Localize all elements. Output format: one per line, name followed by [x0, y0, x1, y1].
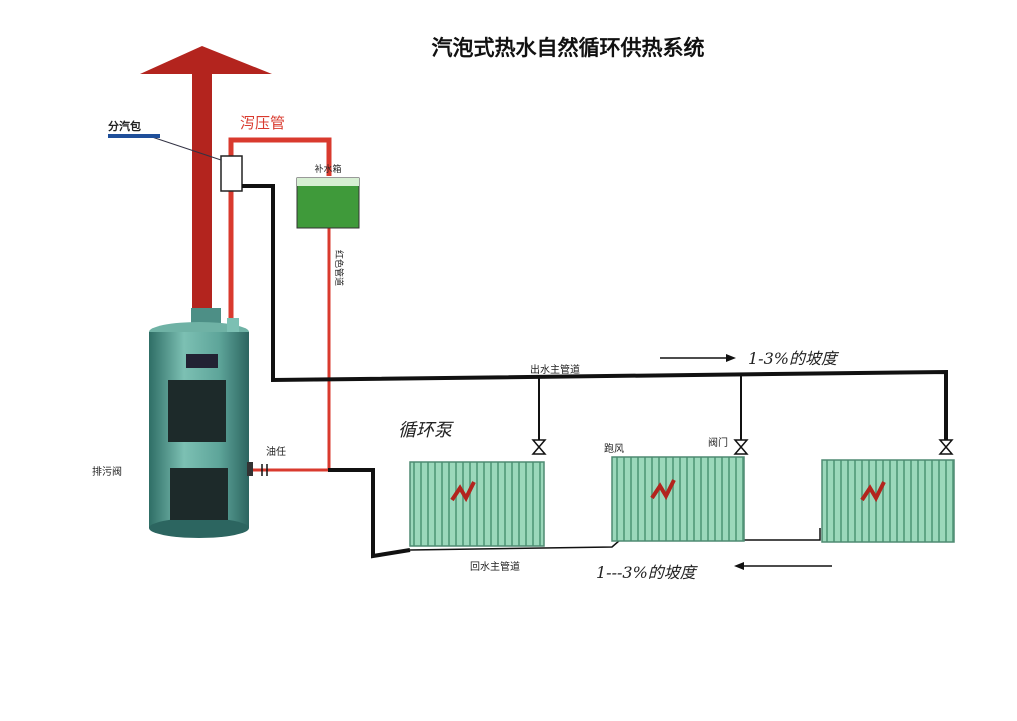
boiler: [149, 308, 253, 538]
valve-label: 阀门: [708, 436, 728, 449]
pressure-relief-pipe: [228, 137, 332, 318]
oil-seal-fitting: [261, 464, 268, 476]
radiator-2: [611, 456, 745, 542]
makeup-water-tank: [296, 177, 360, 229]
slope-top-label: 1-3%的坡度: [748, 349, 840, 368]
steam-drum-label: 分汽包: [108, 119, 141, 133]
steam-drum: [220, 155, 243, 192]
return-main-label: 回水主管道: [470, 560, 520, 573]
red-pipe: [250, 226, 331, 472]
drain-label: 排污阀: [92, 465, 122, 478]
diagram-title: 汽泡式热水自然循环供热系统: [432, 35, 705, 60]
radiator-1: [409, 461, 545, 547]
pressure-pipe-label: 泻压管: [240, 114, 285, 132]
slope-bottom-arrow: [734, 562, 832, 570]
oil-seal-label: 油任: [266, 445, 286, 458]
radiator-3: [821, 459, 955, 543]
valve-1: [531, 439, 547, 455]
makeup-tank-label: 补水箱: [314, 163, 341, 175]
valve-3: [938, 439, 954, 455]
boiler-chimney-pipe: [227, 318, 239, 332]
return-main-pipe: [328, 468, 411, 559]
slope-bottom-label: 1---3%的坡度: [596, 563, 699, 582]
red-pipe-label: 红色管道: [333, 250, 345, 286]
steam-drum-leader: [151, 136, 222, 161]
steam-drum-underline: [108, 134, 160, 138]
chimney-arrow: [140, 46, 272, 318]
valve-2: [733, 439, 749, 455]
vent-label: 跑风: [604, 442, 624, 455]
pump-label: 循环泵: [398, 420, 454, 441]
slope-top-arrow: [660, 354, 736, 362]
supply-main-pipe: [242, 184, 948, 440]
supply-main-label: 出水主管道: [530, 363, 580, 376]
